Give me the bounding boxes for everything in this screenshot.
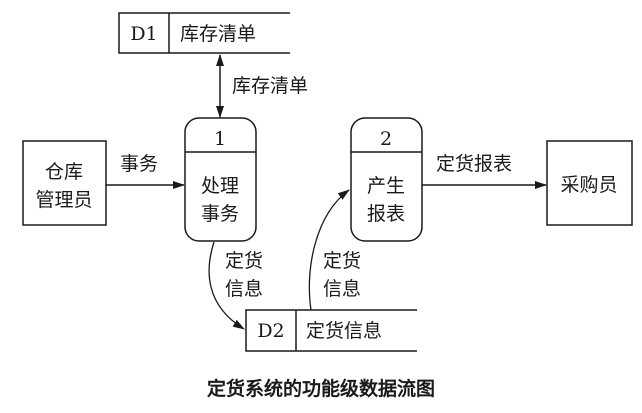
flow-order-report: 定货报表 xyxy=(422,153,547,189)
process-label-line2: 报表 xyxy=(367,203,405,225)
flow-label-line2: 信息 xyxy=(225,278,263,300)
data-store-d1: D1 库存清单 xyxy=(118,12,290,54)
flow-label-line1: 定货 xyxy=(225,250,263,272)
external-entity-warehouse-manager: 仓库 管理员 xyxy=(22,140,107,226)
process-1: 1 处理 事务 xyxy=(184,117,257,242)
store-id: D2 xyxy=(257,320,284,342)
process-number: 1 xyxy=(214,128,226,150)
store-name: 库存清单 xyxy=(180,23,256,45)
flow-label: 定货报表 xyxy=(436,153,512,175)
process-label-line2: 事务 xyxy=(201,203,239,225)
flow-order-info-in: 定货 信息 xyxy=(308,189,361,311)
figure-caption: 定货系统的功能级数据流图 xyxy=(207,377,435,400)
process-label-line1: 产生 xyxy=(367,175,405,197)
data-store-d2: D2 定货信息 xyxy=(245,309,417,352)
process-2: 2 产生 报表 xyxy=(350,117,423,242)
entity-label: 采购员 xyxy=(560,174,617,196)
flow-label: 库存清单 xyxy=(232,75,308,97)
process-label-line1: 处理 xyxy=(201,175,239,197)
external-entity-purchaser: 采购员 xyxy=(546,140,633,226)
process-number: 2 xyxy=(380,128,392,150)
flow-inventory-list: 库存清单 xyxy=(216,54,308,118)
flow-label-line2: 信息 xyxy=(323,278,361,300)
flow-order-info-out: 定货 信息 xyxy=(208,241,263,330)
entity-label-line1: 仓库 xyxy=(45,161,83,183)
flow-label-line1: 定货 xyxy=(323,250,361,272)
flow-transaction: 事务 xyxy=(106,153,185,189)
flow-label: 事务 xyxy=(120,153,158,175)
store-id: D1 xyxy=(130,23,157,45)
store-name: 定货信息 xyxy=(306,320,382,342)
entity-label-line2: 管理员 xyxy=(35,189,92,211)
